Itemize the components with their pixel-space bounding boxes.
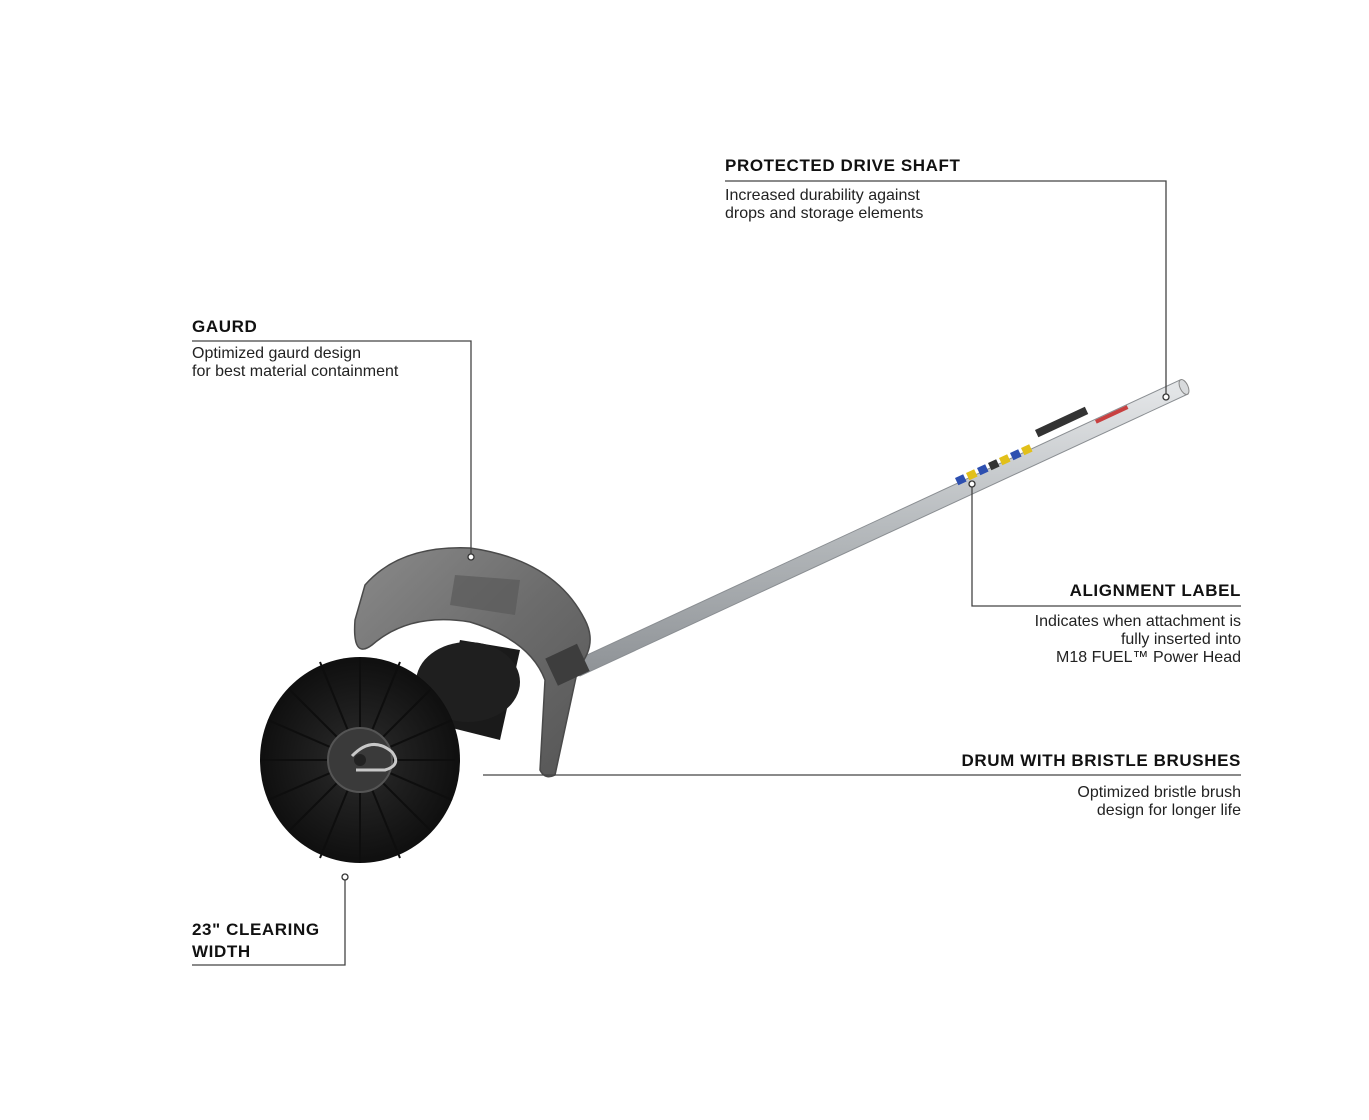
drum-desc-1: Optimized bristle brush bbox=[1077, 784, 1241, 801]
anchor-guard bbox=[467, 553, 475, 561]
drive-shaft-desc-1: Increased durability against bbox=[725, 187, 920, 204]
leader-alignment bbox=[971, 484, 1241, 607]
drum-desc-2: design for longer life bbox=[1096, 802, 1241, 819]
drive-shaft-title: PROTECTED DRIVE SHAFT bbox=[725, 156, 961, 175]
leader-clearing bbox=[192, 877, 346, 966]
alignment-desc-2: fully inserted into bbox=[1120, 631, 1241, 648]
guard-desc-2: for best material containment bbox=[192, 363, 399, 380]
anchor-clearing bbox=[341, 873, 349, 881]
clearing-title-1: 23" CLEARING bbox=[192, 920, 320, 939]
shaft-collar bbox=[545, 643, 590, 686]
anchor-alignment bbox=[968, 480, 976, 488]
shaft-red-marking bbox=[1095, 405, 1129, 424]
bristle-drum bbox=[260, 640, 520, 863]
guard-title: GAURD bbox=[192, 317, 258, 336]
alignment-desc-3: M18 FUEL™ Power Head bbox=[1056, 649, 1241, 666]
alignment-desc-1: Indicates when attachment is bbox=[1034, 613, 1241, 630]
guard-desc-1: Optimized gaurd design bbox=[192, 345, 361, 362]
shaft-marking bbox=[1035, 406, 1089, 438]
alignment-title: ALIGNMENT LABEL bbox=[1069, 581, 1241, 600]
leader-guard bbox=[192, 340, 472, 556]
drive-shaft-desc-2: drops and storage elements bbox=[725, 205, 924, 222]
leader-lines bbox=[192, 180, 1241, 966]
anchor-drive-shaft bbox=[1162, 393, 1170, 401]
leader-drive-shaft bbox=[725, 180, 1167, 396]
clearing-title-2: WIDTH bbox=[192, 942, 251, 961]
alignment-label-graphic bbox=[955, 444, 1033, 486]
drum-title: DRUM WITH BRISTLE BRUSHES bbox=[961, 751, 1241, 770]
drive-shaft bbox=[571, 379, 1190, 677]
guard-shape bbox=[353, 547, 591, 778]
retaining-pin bbox=[350, 743, 398, 772]
